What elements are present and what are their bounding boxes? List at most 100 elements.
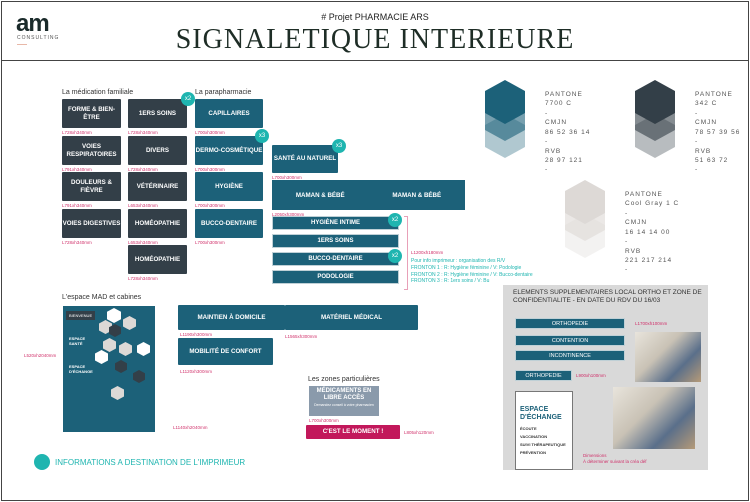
- dimension-label: L520xh2040mm: [24, 353, 57, 358]
- sign-materiel-medical: MATÉRIEL MÉDICAL: [285, 305, 418, 330]
- sign-medicaments-libre-acces: MÉDICAMENTS EN LIBRE ACCÈS Demandez cons…: [309, 386, 379, 416]
- dimension-label: L700xh300mm: [195, 167, 225, 172]
- dimension-label: L728xh340mm: [128, 167, 158, 172]
- dimension-label: L700xh300mm: [195, 130, 225, 135]
- espace-item: PRÉVENTION: [520, 450, 547, 456]
- separator: -: [625, 209, 629, 217]
- hexagon-decor: [133, 370, 145, 383]
- sign-label: MÉDICAMENTS EN LIBRE ACCÈS: [316, 388, 372, 401]
- rvb-value: 28 97 121: [545, 156, 583, 164]
- espace-item: VACCINATION: [520, 434, 548, 440]
- info-line: FRONTON 3 : R: 1ers soins / V: Bu: [411, 278, 490, 285]
- info-line: FRONTON 2 : R: Hygiène féminine / V: Buc…: [411, 271, 533, 278]
- sign-label: MAMAN & BÉBÉ: [392, 191, 442, 199]
- separator: -: [545, 166, 549, 174]
- cmjn-label: CMJN: [695, 119, 718, 127]
- sign-maintien-domicile: MAINTIEN À DOMICILE: [178, 305, 285, 330]
- dimension-label: L653xh340mm: [128, 203, 158, 208]
- sign-fronton-bar: 1ERS SOINS: [272, 234, 399, 248]
- hexagon-decor: [137, 342, 150, 356]
- dimension-label: L653xh340mm: [128, 240, 158, 245]
- sign-maman-bebe: MAMAN & BÉBÉ MAMAN & BÉBÉ: [272, 180, 465, 210]
- quantity-badge: x3: [255, 129, 269, 143]
- sign-fronton-bar: BUCCO-DENTAIRE: [272, 252, 399, 266]
- rvb-label: RVB: [625, 247, 642, 255]
- ortho-title: ELEMENTS SUPPLEMENTAIRES LOCAL ORTHO ET …: [513, 289, 702, 305]
- sign-medication: VÉTÉRINAIRE: [128, 172, 187, 201]
- espace-item: SUIVI THÉRAPEUTIQUE: [520, 442, 566, 448]
- bracket: [404, 216, 408, 290]
- sign-medication: DOULEURS & FIÈVRE: [62, 172, 121, 201]
- quantity-badge: x3: [332, 139, 346, 153]
- legend-dot: [34, 454, 50, 470]
- sign-incontinence: INCONTINENCE: [515, 350, 625, 361]
- pantone-ref: Cool Gray 1 C: [625, 200, 680, 208]
- cmjn-value: 86 52 36 14: [545, 128, 591, 136]
- separator: -: [695, 138, 699, 146]
- cmjn-label: CMJN: [625, 219, 648, 227]
- pantone-info: PANTONE Cool Gray 1 C - CMJN 16 14 14 00…: [625, 190, 679, 275]
- espace-items: ÉCOUTE VACCINATION SUIVI THÉRAPEUTIQUE P…: [520, 425, 568, 457]
- sign-medication: HOMÉOPATHIE: [128, 245, 187, 274]
- sign-orthopedie: ORTHOPEDIE: [515, 318, 625, 329]
- info-line: FRONTON 1 : R: Hygiène féminine / V: Pod…: [411, 264, 522, 271]
- project-label: # Projet PHARMACIE ARS: [321, 12, 429, 22]
- sign-medication: 1ERS SOINS: [128, 99, 187, 128]
- welcome-label: BIENVENUE: [66, 311, 96, 320]
- separator: -: [695, 166, 699, 174]
- photo-espace-echange: [613, 387, 695, 449]
- sign-medication: VOIES RESPIRATOIRES: [62, 136, 121, 165]
- sign-parapharmacie: CAPILLAIRES: [195, 99, 263, 128]
- dimension-label: L1700xh100mm: [635, 321, 668, 326]
- sign-medication: FORME & BIEN-ÊTRE: [62, 99, 121, 128]
- dimension-label: L791xh340mm: [62, 167, 92, 172]
- quantity-badge: x2: [181, 92, 195, 106]
- rvb-label: RVB: [545, 147, 562, 155]
- sign-medication: DIVERS: [128, 136, 187, 165]
- hexagon-decor: [103, 338, 116, 352]
- logo-subtitle: CONSULTING: [17, 35, 60, 41]
- separator: -: [545, 109, 549, 117]
- sign-parapharmacie: DERMO-COSMÉTIQUE: [195, 136, 263, 165]
- header-divider: [1, 60, 749, 61]
- pantone-info: PANTONE 7700 C - CMJN 86 52 36 14 - RVB …: [545, 90, 590, 175]
- separator: -: [545, 138, 549, 146]
- sign-contention: CONTENTION: [515, 335, 625, 346]
- dimension-label: L1140xh2040mm: [173, 425, 208, 430]
- pantone-ref: 7700 C: [545, 100, 572, 108]
- sign-mobilite-confort: MOBILITÉ DE CONFORT: [178, 338, 273, 365]
- dimension-label: L728xh340mm: [128, 130, 158, 135]
- section-title-medication: La médication familiale: [62, 89, 134, 96]
- sign-orthopedie-small: ORTHOPEDIE: [515, 370, 572, 381]
- hexagon-decor: [99, 320, 112, 334]
- sign-medication: HOMÉOPATHIE: [128, 209, 187, 238]
- cmjn-value: 16 14 14 00: [625, 228, 671, 236]
- sign-parapharmacie: HYGIÈNE: [195, 172, 263, 201]
- photo-ortho-room: [635, 332, 701, 382]
- sign-fronton-bar: HYGIÈNE INTIME: [272, 216, 399, 230]
- espace-sante-label: ESPACE SANTÉ: [69, 336, 86, 346]
- dimension-label: L791xh340mm: [62, 203, 92, 208]
- dimension-label: L1120xh300mm: [180, 369, 212, 374]
- sign-parapharmacie: BUCCO-DENTAIRE: [195, 209, 263, 238]
- espace-echange-label: ESPACE D'ÉCHANGE: [69, 364, 93, 374]
- sign-medication: VOIES DIGESTIVES: [62, 209, 121, 238]
- rvb-value: 51 63 72: [695, 156, 729, 164]
- section-title-zones: Les zones particulières: [308, 376, 380, 383]
- dimension-label: L1200xh180mm: [411, 250, 444, 255]
- hexagon-decor: [119, 342, 132, 356]
- rvb-label: RVB: [695, 147, 712, 155]
- dimension-label: L700xh300mm: [195, 203, 225, 208]
- info-line: Pour info imprimeur : organisation des R…: [411, 258, 506, 264]
- hexagon-decor: [115, 360, 127, 373]
- swatch-hexagon: [565, 180, 605, 224]
- espace-item: ÉCOUTE: [520, 426, 537, 432]
- swatch-hexagon: [635, 80, 675, 124]
- espace-title: ESPACE D'ÉCHANGE: [520, 406, 562, 422]
- dimension-label: L700xh300mm: [272, 175, 302, 180]
- dimension-label: L1190xh300mm: [180, 332, 212, 337]
- mad-panel: BIENVENUE ESPACE SANTÉ ESPACE D'ÉCHANGE: [63, 306, 155, 432]
- sign-label: MAMAN & BÉBÉ: [295, 191, 345, 199]
- pantone-label: PANTONE: [625, 191, 663, 198]
